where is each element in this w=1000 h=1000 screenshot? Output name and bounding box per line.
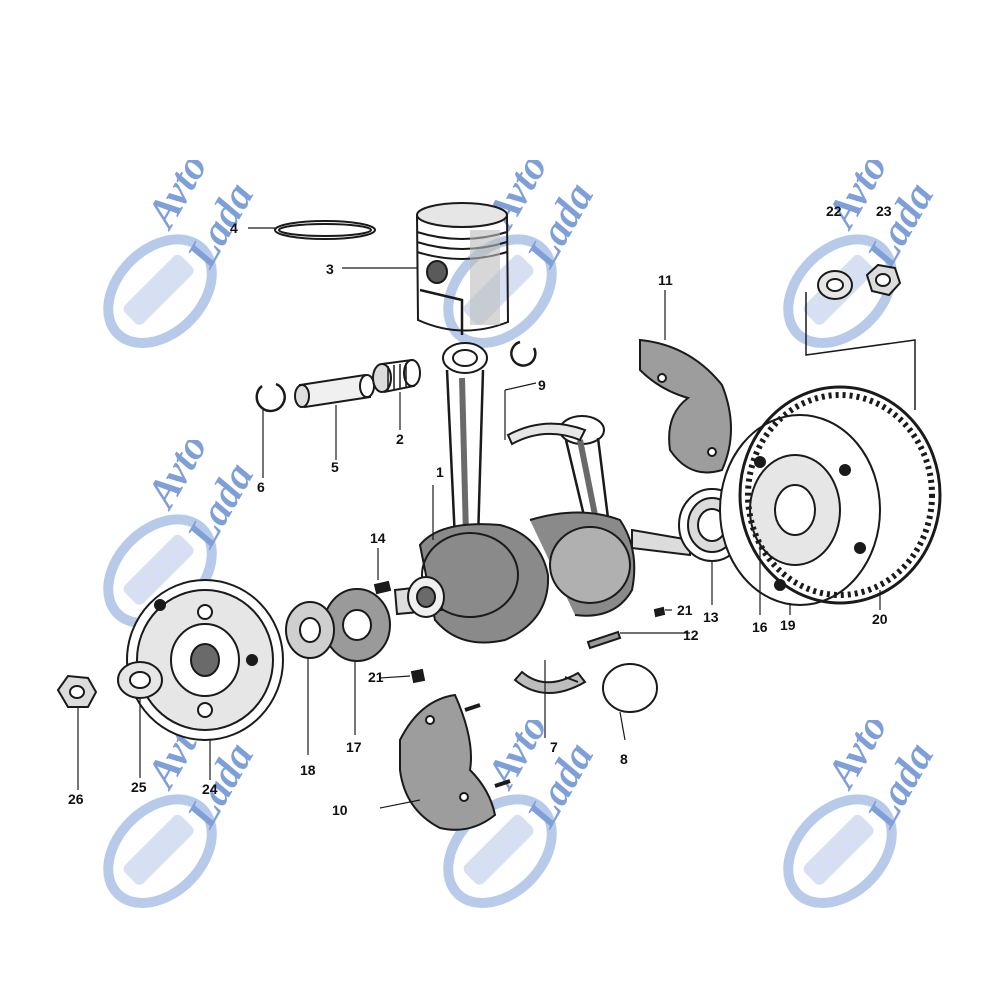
- callout-11: 11: [658, 272, 673, 288]
- callout-26: 26: [68, 791, 84, 807]
- callout-8: 8: [620, 751, 628, 767]
- key-small: [410, 606, 666, 684]
- callout-16: 16: [752, 619, 768, 635]
- callout-7: 7: [550, 739, 558, 755]
- leader-lines: [77, 227, 881, 809]
- piston-ring: [274, 220, 376, 240]
- woodruff-key: [373, 580, 392, 595]
- circlip-right: [510, 340, 537, 367]
- callout-25: 25: [131, 779, 147, 795]
- callout-24: 24: [202, 781, 218, 797]
- callout-23: 23: [876, 203, 892, 219]
- upper-cover-plate: [639, 338, 732, 474]
- piston-pin: [294, 373, 375, 409]
- needle-bearing: [372, 358, 421, 393]
- callout-19: 19: [780, 617, 796, 633]
- callout-4: 4: [230, 220, 238, 236]
- callout-18: 18: [300, 762, 316, 778]
- callout-17: 17: [346, 739, 362, 755]
- callout-14: 14: [370, 530, 386, 546]
- crankshaft: [393, 511, 691, 644]
- front-pulley: [126, 579, 284, 741]
- upper-half-bearing: [506, 422, 587, 446]
- callout-6: 6: [257, 479, 265, 495]
- watermark-logo: Avto Lada: [443, 720, 603, 909]
- flywheel-hub: [719, 414, 881, 606]
- callout-21-left: 21: [368, 669, 384, 685]
- callout-20: 20: [872, 611, 888, 627]
- connecting-rod: [442, 342, 488, 541]
- watermark-logo: Avto Lada: [783, 720, 943, 909]
- circlip-left: [255, 382, 286, 413]
- nut: [865, 263, 902, 297]
- lower-half-bearing: [513, 670, 587, 694]
- callout-10: 10: [332, 802, 348, 818]
- callout-5: 5: [331, 459, 339, 475]
- ring-gear: [738, 385, 942, 605]
- pulley-washer: [117, 661, 163, 699]
- callout-21-right: 21: [677, 602, 693, 618]
- thrust-washer: [285, 601, 335, 659]
- lower-cover-plate: [399, 693, 497, 831]
- callout-2: 2: [396, 431, 404, 447]
- washer: [817, 270, 853, 300]
- watermark-logo: Avto Lada: [103, 160, 263, 349]
- piston: [416, 202, 510, 335]
- callout-1: 1: [436, 464, 444, 480]
- callout-12: 12: [683, 627, 699, 643]
- callout-22: 22: [826, 203, 842, 219]
- callout-13: 13: [703, 609, 719, 625]
- crank-pins: [464, 630, 622, 788]
- pulley-nut: [56, 674, 98, 708]
- snap-ring: [602, 663, 658, 713]
- callout-9: 9: [538, 377, 546, 393]
- callout-3: 3: [326, 261, 334, 277]
